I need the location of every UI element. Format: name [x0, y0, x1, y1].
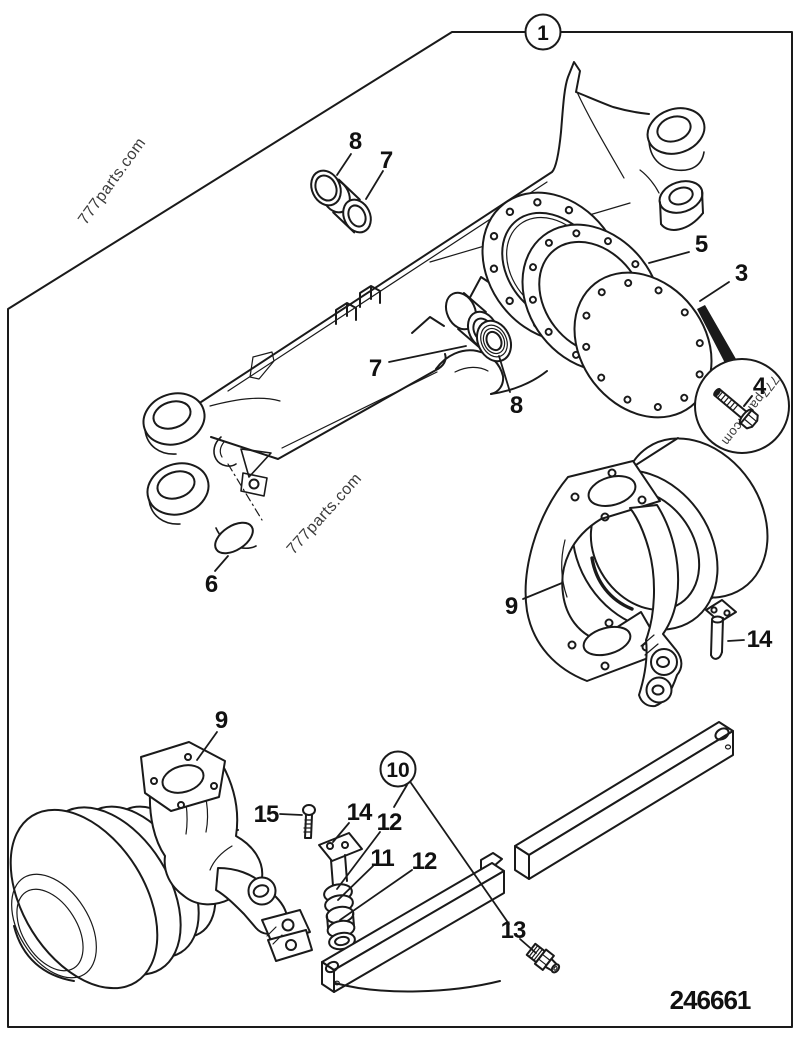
tie-bar-lower — [321, 862, 505, 993]
label-swivel-9-bottom: 9 — [215, 707, 228, 734]
pin-14-bottom — [318, 832, 363, 887]
bolt-15 — [302, 804, 316, 839]
seal-upper — [310, 169, 342, 207]
steering-arm — [215, 867, 313, 962]
cover-plate-3 — [573, 271, 713, 419]
bolt-4 — [713, 388, 759, 430]
cover-bolt-holes — [582, 278, 704, 412]
label-plug-6: 6 — [205, 571, 218, 598]
part-labels: 8 7 5 3 7 8 6 9 14 9 15 14 12 11 12 13 — [205, 128, 774, 944]
label-trunnion-9-mid: 9 — [505, 593, 518, 620]
label-bolt-15: 15 — [254, 801, 279, 828]
housing-eye-upper-right — [646, 107, 706, 172]
callout-label-4: 4 — [753, 373, 767, 400]
swivel-assembly-bottom — [9, 741, 363, 990]
trunnion-bracket-9 — [524, 460, 665, 682]
leader-lines — [196, 153, 745, 954]
label-gasket-5: 5 — [695, 231, 708, 258]
swivel-housing-9 — [140, 741, 264, 906]
steering-stop-bracket — [213, 436, 272, 521]
seal-mid — [475, 319, 513, 363]
tie-bar-upper — [514, 721, 734, 880]
label-bush-7-top: 7 — [380, 147, 393, 174]
label-pin-14-mid: 14 — [747, 626, 773, 653]
detail-pointer — [697, 305, 736, 365]
label-bush-7-mid: 7 — [369, 355, 382, 382]
housing-eye-upper-left — [142, 392, 206, 455]
callout-number-1: 1 — [537, 22, 549, 45]
detail-circle-4: 777parts.com 4 — [694, 358, 790, 454]
housing-eye-lower-right — [658, 180, 704, 231]
pivot-pin-14-mid — [705, 599, 737, 660]
label-cover-3: 3 — [735, 260, 748, 287]
washer-stack-11-12 — [323, 883, 356, 951]
drawing-number: 246661 — [670, 985, 751, 1015]
label-grease-13: 13 — [501, 917, 526, 944]
label-seal-8-top: 8 — [349, 128, 362, 155]
watermark-middle: 777parts.com — [284, 470, 366, 558]
grease-fitting-13 — [525, 942, 561, 974]
trunnion-assembly-mid — [524, 437, 769, 708]
watermark-top-left: 777parts.com — [75, 135, 149, 228]
label-shim-12-b: 12 — [412, 848, 437, 875]
clamp-arm-mid — [629, 504, 683, 708]
plug-6 — [214, 521, 257, 555]
drawing-border — [7, 31, 793, 1028]
watermark-text: 777parts.com — [75, 135, 149, 228]
housing-eye-lower-left — [146, 462, 210, 525]
callout-circle-10: 10 — [379, 750, 417, 788]
label-spacer-11: 11 — [370, 845, 394, 872]
label-shim-12-a: 12 — [377, 809, 402, 836]
callout-circle-1: 1 — [524, 13, 562, 51]
axle-housing — [142, 61, 706, 525]
watermark-text: 777parts.com — [284, 470, 366, 558]
callout-number-10: 10 — [386, 759, 409, 782]
label-seal-8-mid: 8 — [510, 392, 523, 419]
label-pin-14-bottom: 14 — [347, 799, 373, 826]
